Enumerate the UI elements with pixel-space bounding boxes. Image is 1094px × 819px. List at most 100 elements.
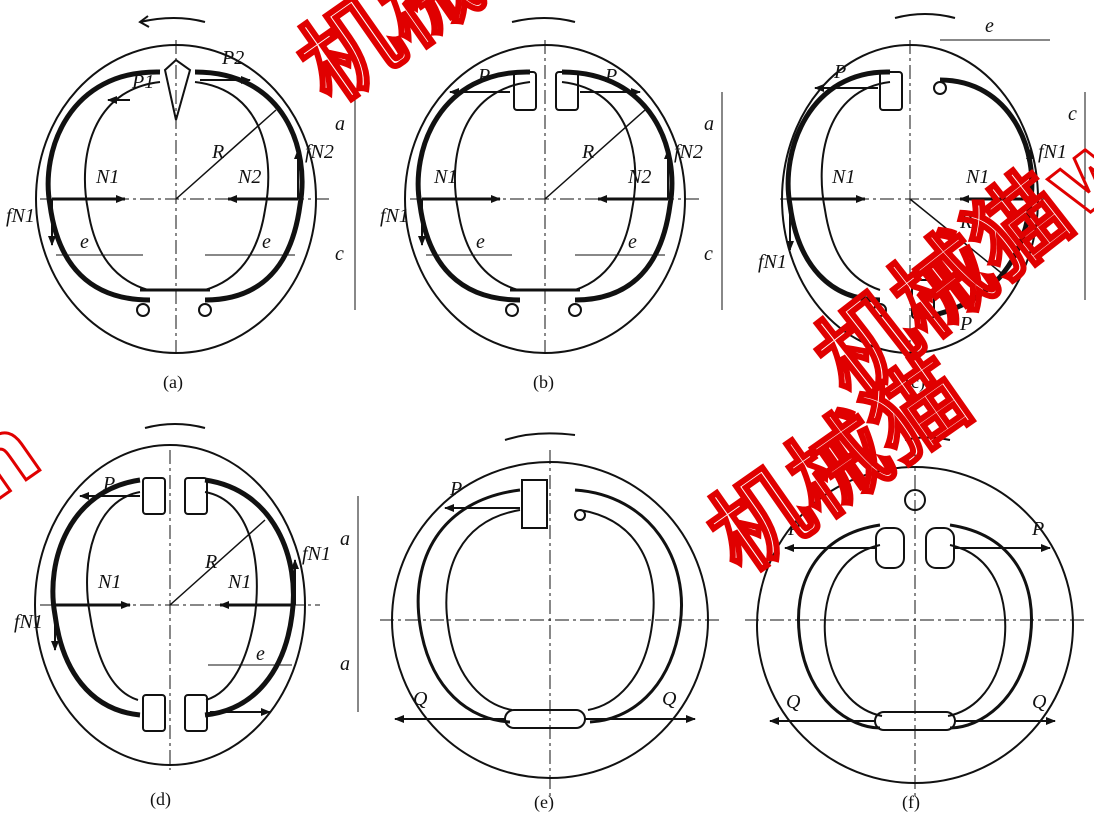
anchor-pin-left (505, 303, 519, 317)
label-e-left: e (80, 231, 89, 253)
rotation-arrow (139, 17, 206, 23)
panel-a (35, 15, 356, 355)
anchor-pin-top (933, 81, 947, 95)
label-n1-right: N1 (227, 571, 251, 593)
caption-b: (b) (533, 372, 554, 393)
caption-f: (f) (902, 792, 920, 813)
rotation-arrow (144, 423, 206, 429)
left-shoe-web (820, 81, 891, 291)
label-radius: R (581, 141, 594, 163)
label-p: P (102, 473, 115, 495)
rotation-arrow (894, 13, 956, 19)
label-dim-a: a (704, 113, 714, 135)
right-shoe-outer (574, 488, 683, 724)
left-shoe-outer (416, 488, 521, 724)
right-shoe-inner (947, 544, 1007, 717)
radius-line (909, 198, 1011, 281)
label-e-right: e (628, 231, 637, 253)
caption-d: (d) (150, 789, 171, 810)
label-dim-c: c (335, 243, 344, 265)
panel-e-labels: P Q Q (e) (413, 478, 677, 813)
wheel-cylinder-piston-right (925, 527, 955, 569)
label-radius: R (211, 141, 224, 163)
rotation-arrowhead (138, 15, 150, 28)
left-shoe-inner (823, 544, 883, 717)
wheel-cylinder-piston-left (875, 527, 905, 569)
label-p1: P1 (131, 71, 154, 93)
cylinder-bottom-left (142, 694, 166, 732)
left-shoe-web (453, 81, 531, 291)
panel-c (780, 13, 1086, 355)
label-p-top: P (833, 61, 846, 83)
right-shoe-lining (934, 77, 1035, 318)
label-n1-right: N1 (965, 166, 989, 188)
rotation-arrow (511, 17, 576, 23)
anchor-pin-bottom (873, 303, 887, 317)
right-shoe-inner (579, 509, 655, 711)
cylinder-top-left (142, 477, 166, 515)
cylinder-top-right (184, 477, 208, 515)
label-n1: N1 (95, 166, 119, 188)
wheel-cylinder-right (555, 71, 579, 111)
label-p2: P2 (221, 47, 244, 69)
label-n2: N2 (237, 166, 261, 188)
right-shoe-outer (949, 523, 1033, 730)
anchor-pin (574, 509, 586, 521)
label-p-left: P (477, 65, 490, 87)
wheel-cylinder-top (879, 71, 903, 111)
panel-d-labels: P N1 N1 fN1 fN1 R a a e (d) (14, 473, 350, 810)
anchor-pin-right (198, 303, 212, 317)
label-q-left: Q (413, 688, 428, 710)
label-fn1: fN1 (380, 205, 409, 227)
right-shoe-web (204, 491, 258, 701)
panel-b-labels: P P N1 N2 fN1 fN2 R a c e e (b) (380, 65, 714, 393)
label-q-left: Q (786, 691, 801, 713)
label-dim-c: c (704, 243, 713, 265)
cylinder-bottom-right (184, 694, 208, 732)
panel-a-labels: P1 P2 N1 N2 fN1 fN2 R a c e e (a) (6, 47, 345, 393)
radius-line (544, 109, 646, 200)
panel-d (34, 423, 359, 770)
radius-line (169, 519, 266, 606)
right-shoe-lining (204, 477, 296, 718)
right-shoe-lining (194, 69, 305, 303)
caption-c: (c) (905, 372, 925, 393)
label-e-top: e (985, 15, 994, 37)
panel-f-labels: P P Q Q (f) (786, 518, 1047, 813)
right-shoe-web (561, 81, 637, 291)
adjuster-link (504, 709, 586, 729)
label-dim-a-bottom: a (340, 653, 350, 675)
label-p-left: P (787, 518, 800, 540)
left-shoe-inner (445, 509, 521, 711)
label-radius: R (959, 211, 972, 233)
right-shoe-lining (561, 69, 675, 303)
wheel-cylinder-left (513, 71, 537, 111)
anchor-pin-right (568, 303, 582, 317)
panel-f (745, 436, 1085, 800)
watermark-text-3: n (0, 393, 59, 524)
rotation-arrow (904, 436, 951, 441)
label-fn1-right: fN1 (1038, 141, 1067, 163)
left-shoe-lining (45, 69, 161, 303)
label-n1-left: N1 (97, 571, 121, 593)
label-p-right: P (604, 65, 617, 87)
label-dim-a: a (335, 113, 345, 135)
left-shoe-web (86, 491, 141, 701)
label-e-right: e (256, 643, 265, 665)
label-n2: N2 (627, 166, 651, 188)
label-n1: N1 (433, 166, 457, 188)
label-q-right: Q (1032, 691, 1047, 713)
caption-a: (a) (163, 372, 183, 393)
anchor-pin-left (136, 303, 150, 317)
label-e-left: e (476, 231, 485, 253)
label-q-right: Q (662, 688, 677, 710)
label-p-bottom: P (959, 313, 972, 335)
label-dim-a-top: a (340, 528, 350, 550)
label-p-right: P (1031, 518, 1044, 540)
label-radius: R (204, 551, 217, 573)
label-fn2: fN2 (674, 141, 703, 163)
right-shoe-web (194, 81, 270, 291)
cam-bracket (521, 479, 548, 529)
label-fn1-right: fN1 (302, 543, 331, 565)
